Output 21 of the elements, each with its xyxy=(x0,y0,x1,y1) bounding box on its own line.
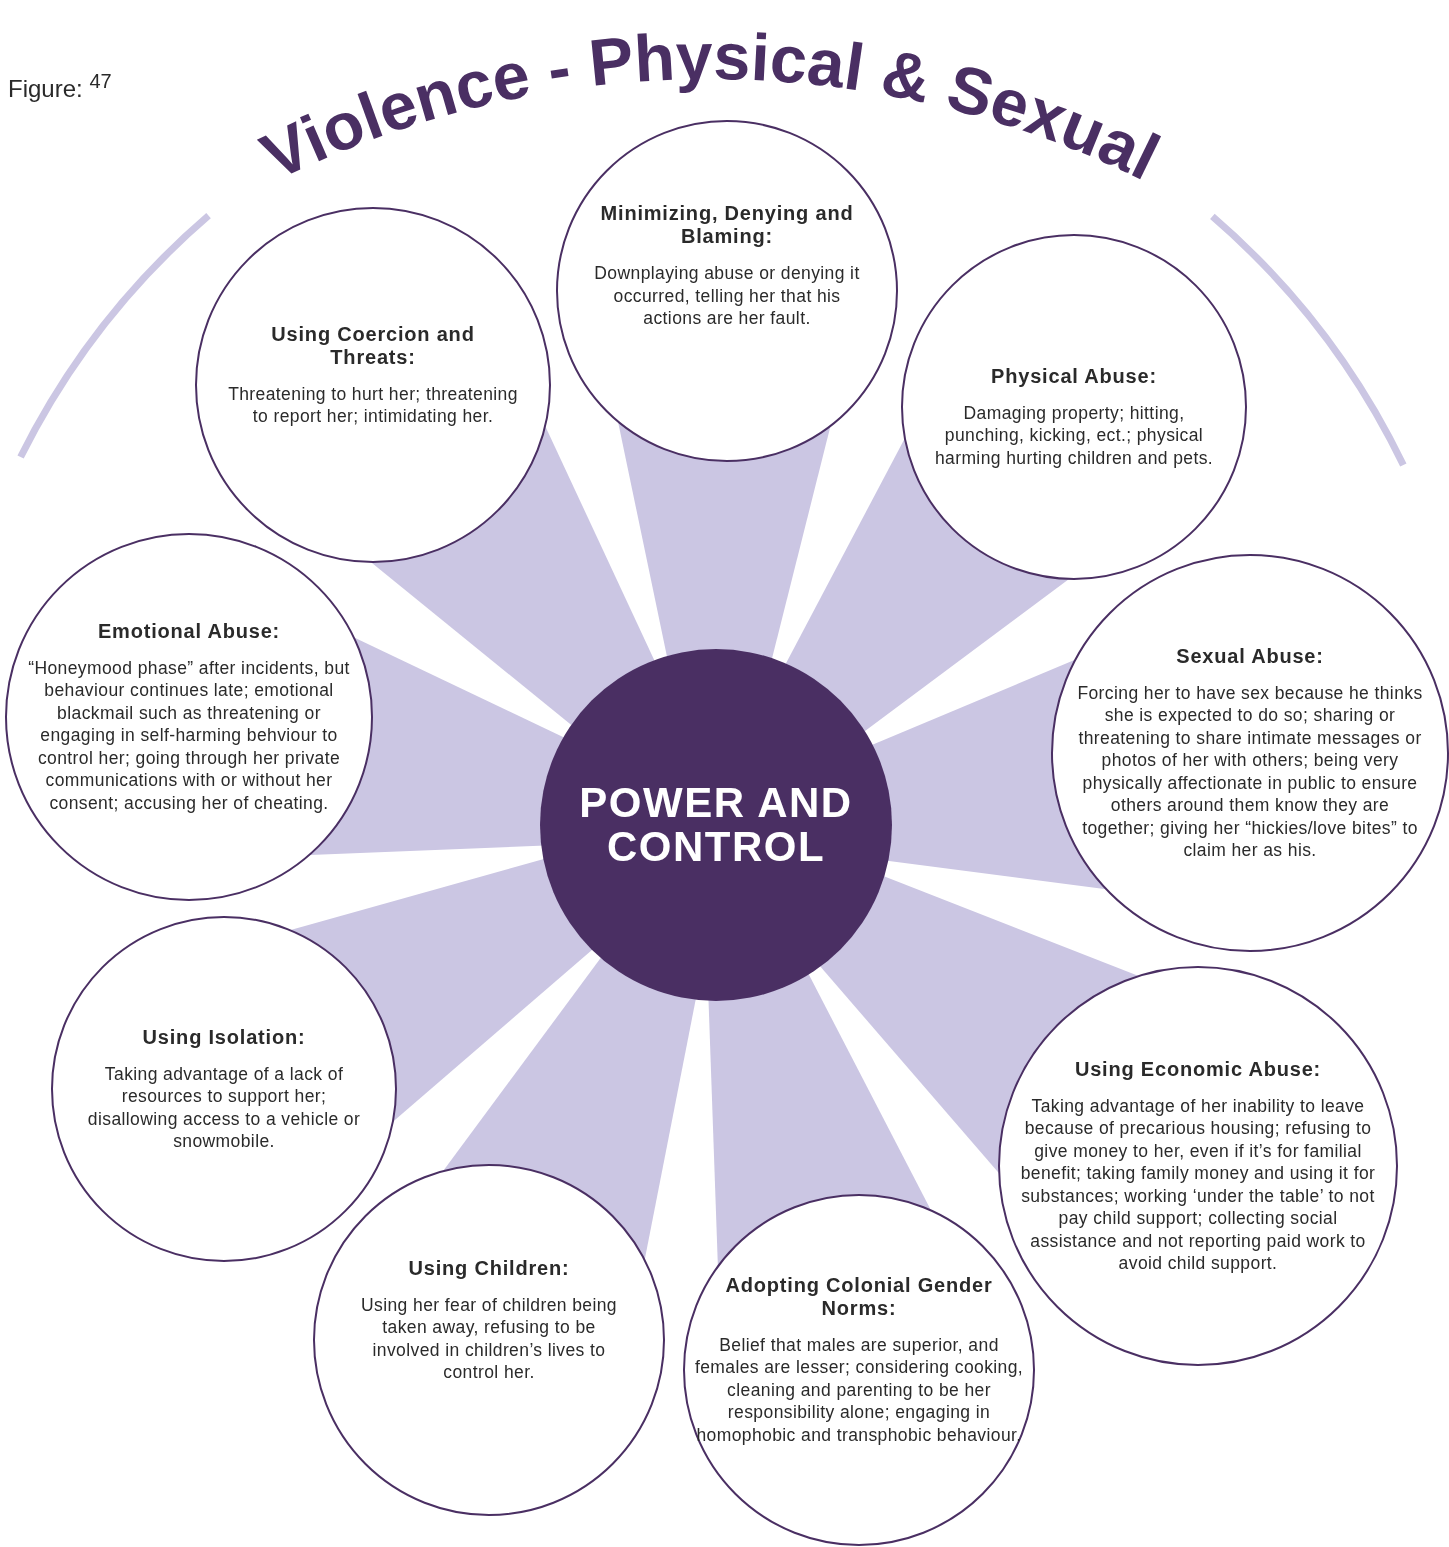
category-heading: Using Economic Abuse: xyxy=(1074,1057,1322,1081)
title: Violence - Physical & Sexual xyxy=(250,18,1171,194)
figure-label: Figure: $^{47}$ xyxy=(8,70,112,103)
category-description: Downplaying abuse or denying it occurred, telling her that his actions are her fault. xyxy=(593,262,861,330)
category-heading: Physical Abuse: xyxy=(991,364,1157,388)
category-description: Taking advantage of her inability to leave because of precarious housing; refusing to give money to her, even if it’s for familial benefit; taking family money and using it for substances; working ‘under the table’ to not pay child support; collecting social assistance and not reporting paid work to avoid child support. xyxy=(1020,1094,1376,1275)
category-description: Belief that males are superior, and females are lesser; considering cooking, cleaning and parenting to be her responsibility alone; engaging in homophobic and transphobic behaviour. xyxy=(693,1333,1025,1447)
category-description: Threatening to hurt her; threatening to report her; intimidating her. xyxy=(228,382,518,428)
category-heading: Using Coercion and Threats: xyxy=(270,322,476,369)
category-description: “Honeymood phase” after incidents, but behaviour continues late; emotional blackmail such as threatening or engaging in self-harming behviour to control her; going through her private communications with or without her consent; accusing her of cheating. xyxy=(27,656,351,815)
category-description: Using her fear of children being taken away, refusing to be involved in children’s lives to control her. xyxy=(360,1293,618,1384)
category-description: Forcing her to have sex because he thinks she is expected to do so; sharing or threatening to share intimate messages or photos of her with others; being very physically affectionate in public to ensure others around them know they are together; giving her “hickies/love bites” to claim her as his. xyxy=(1076,681,1424,862)
category-heading: Emotional Abuse: xyxy=(97,619,281,643)
category-heading: Minimizing, Denying and Blaming: xyxy=(599,202,855,249)
center-label: POWER AND CONTROL xyxy=(578,781,854,869)
category-description: Taking advantage of a lack of resources to support her; disallowing access to a vehicle or snowmobile. xyxy=(86,1062,362,1153)
category-description: Damaging property; hitting, punching, kicking, ect.; physical harming hurting children and pets. xyxy=(933,401,1215,470)
category-heading: Sexual Abuse: xyxy=(1176,644,1324,668)
category-heading: Using Children: xyxy=(408,1256,570,1280)
category-heading: Using Isolation: xyxy=(142,1025,306,1049)
category-heading: Adopting Colonial Gender Norms: xyxy=(724,1273,994,1320)
